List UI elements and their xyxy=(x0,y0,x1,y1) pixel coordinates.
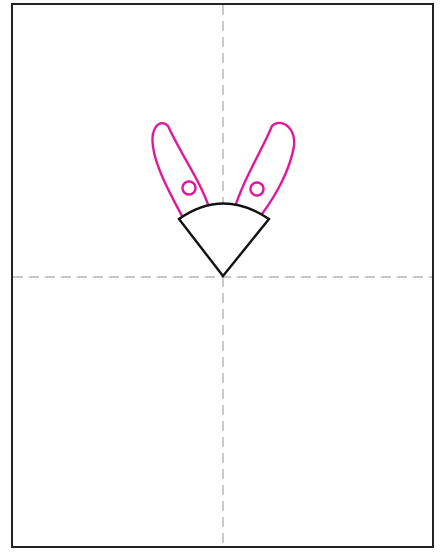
drawing-canvas xyxy=(0,0,448,552)
